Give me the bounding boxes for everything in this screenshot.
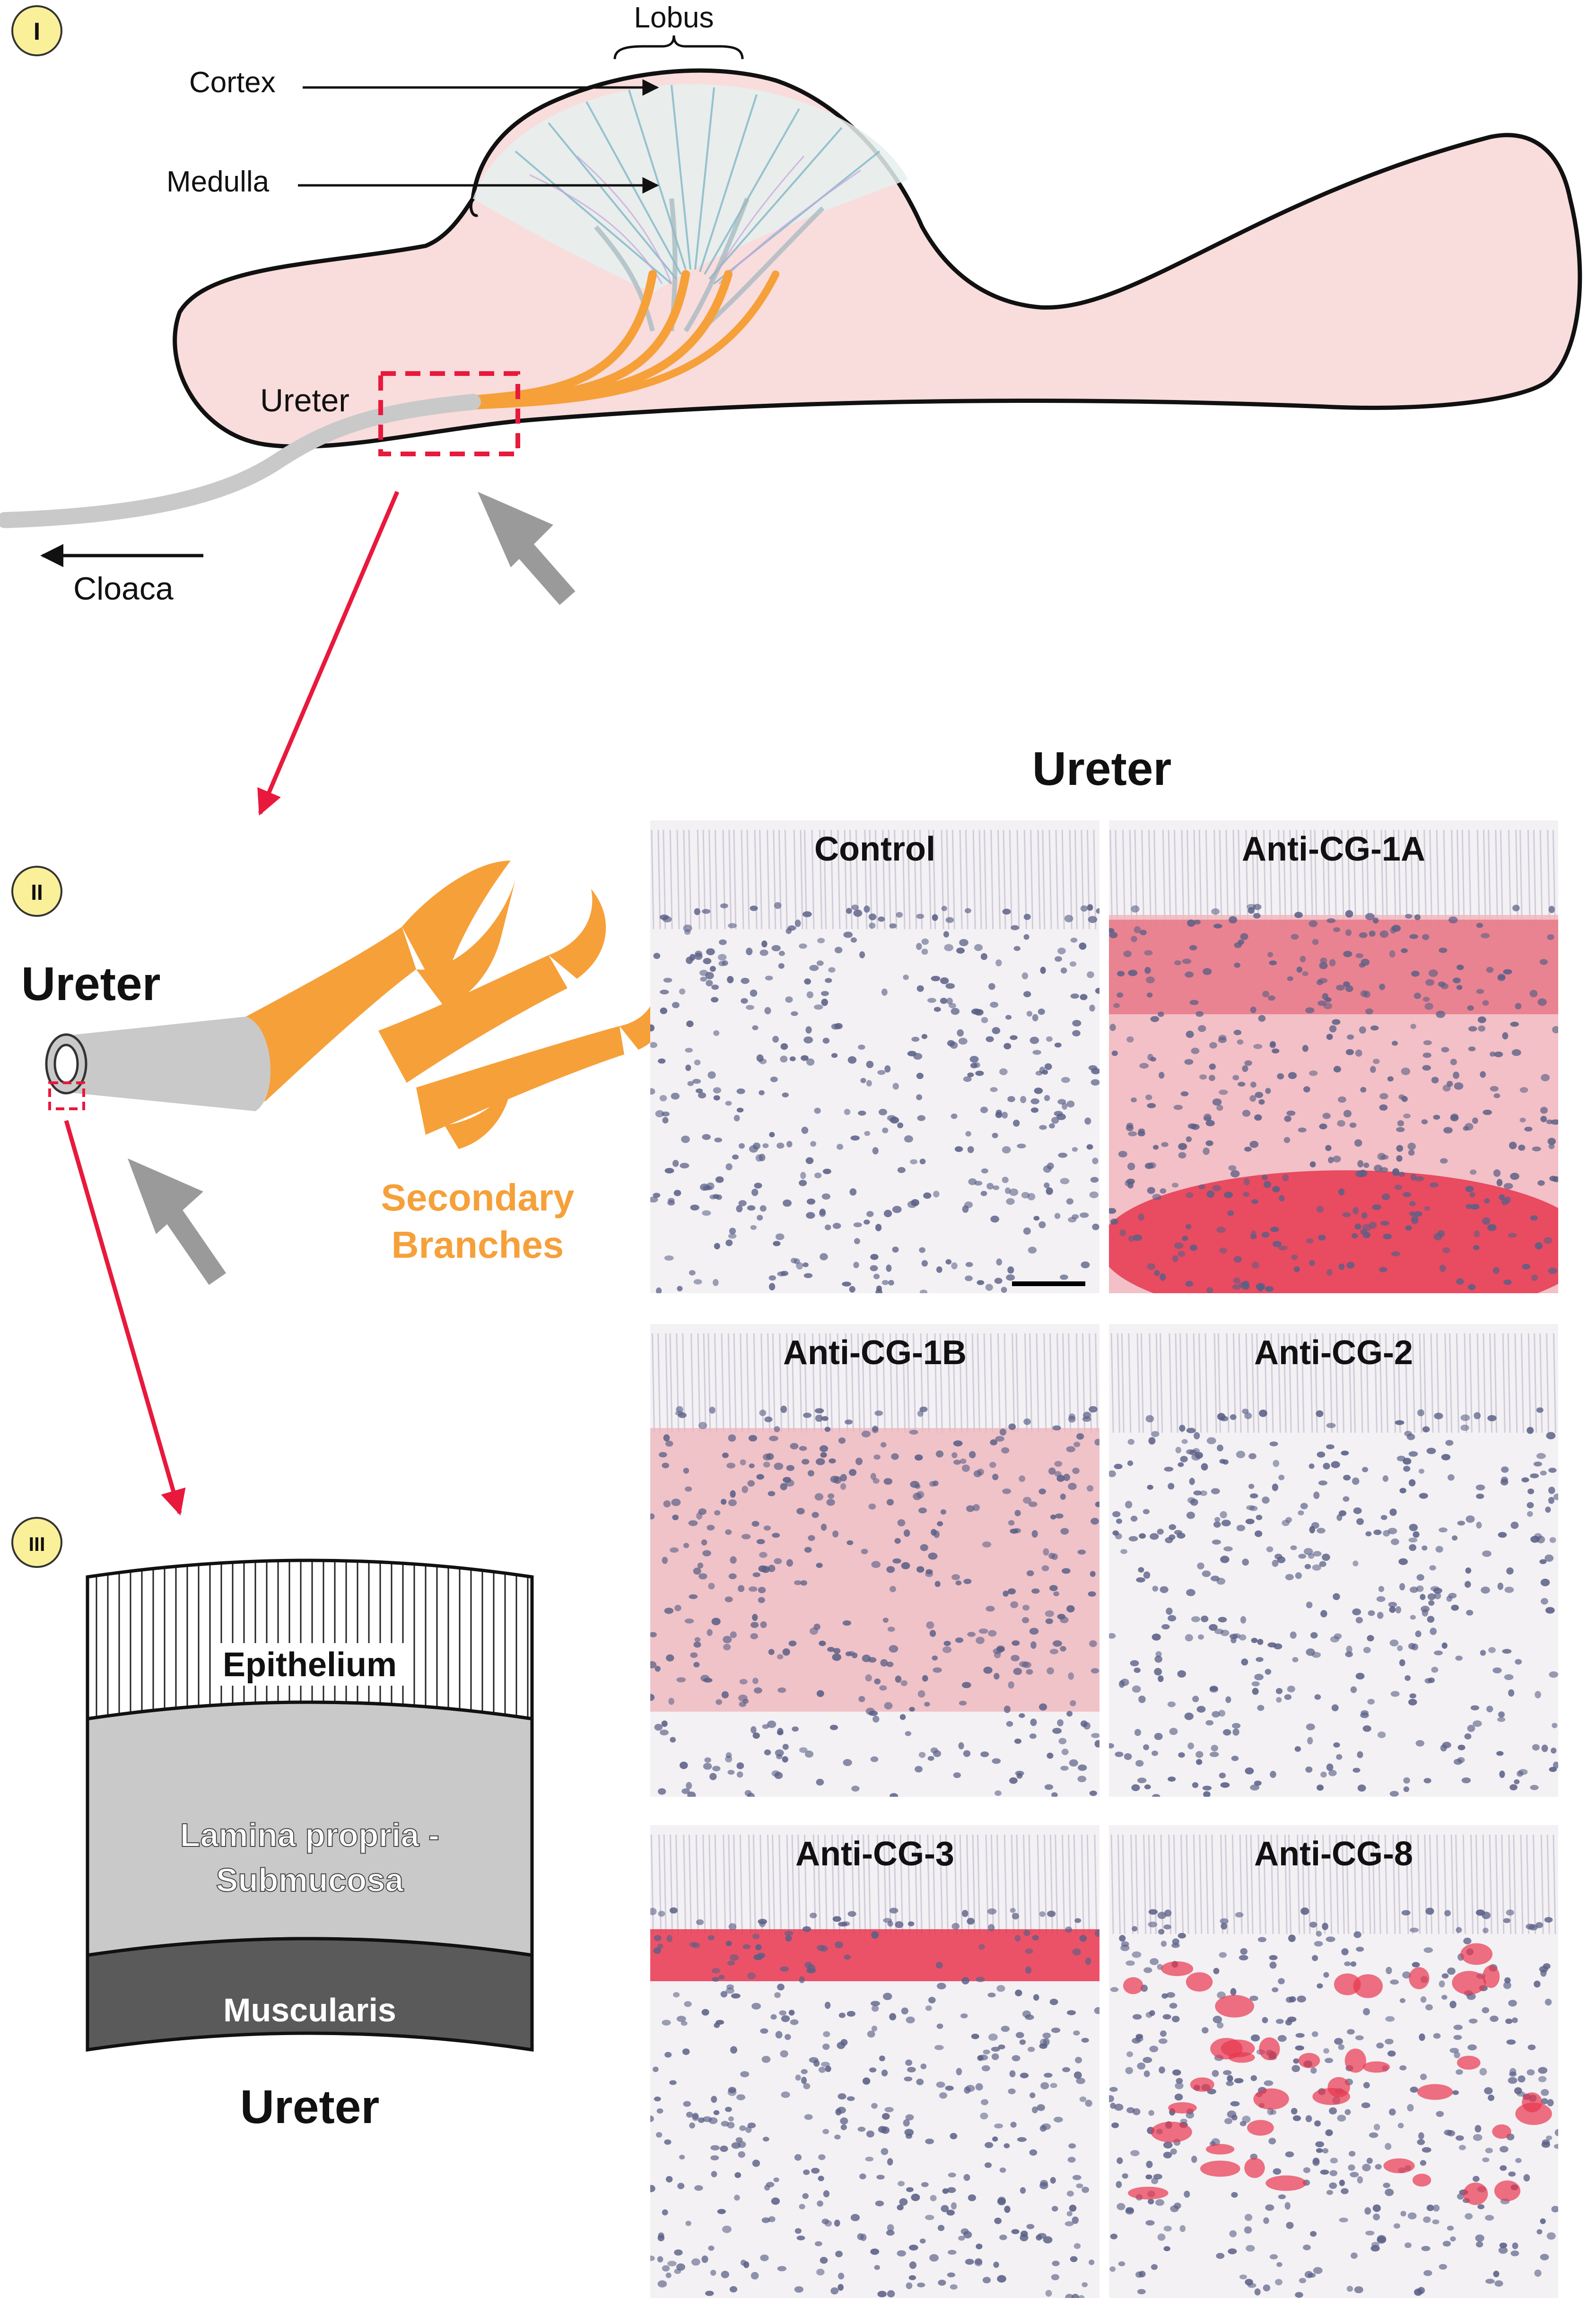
kidney-outline [173, 68, 1582, 449]
medulla-label: Medulla [166, 165, 270, 198]
lobus-label: Lobus [634, 1, 714, 34]
panel-marker-ii: II [11, 866, 62, 917]
secondary-branches [246, 861, 668, 1149]
micrograph-label: Anti-CG-3 [795, 1835, 954, 1873]
panel-marker-iii: III [11, 1517, 62, 1568]
micrograph-panel: Control [650, 820, 1099, 1293]
micrograph-label: Anti-CG-8 [1254, 1835, 1413, 1873]
lamina-label-2: Submucosa [216, 1862, 404, 1898]
panel-i: I [0, 1, 1582, 816]
muscularis-label: Muscularis [223, 1992, 396, 2028]
secondary-branches-label-1: Secondary [381, 1176, 575, 1219]
lobus-bracket [613, 35, 744, 60]
micrograph-panel: Anti-CG-8 [1109, 1825, 1558, 2298]
micrographs-title: Ureter [1032, 742, 1172, 795]
marker-text: II [31, 880, 43, 905]
micrograph-label: Control [814, 830, 935, 868]
lobus-fan [473, 84, 908, 333]
panel-marker-i: I [11, 5, 62, 56]
epithelium-label-bg [215, 1643, 404, 1686]
lamina-label-1: Lamina propria - [180, 1817, 439, 1854]
zoom-box-ii [48, 1081, 85, 1110]
micrograph-panel: Anti-CG-1A [1109, 820, 1558, 1293]
ureter-caption-iii: Ureter [240, 2080, 380, 2133]
marker-text: I [34, 18, 40, 45]
gray-arrow-ii [128, 1158, 227, 1285]
micrograph-label: Anti-CG-1B [783, 1334, 967, 1372]
micrograph-label: Anti-CG-1A [1242, 830, 1425, 868]
micrograph-grid: Control Anti-CG-1A Anti-CG-1B Anti-CG-2Anti… [650, 820, 1558, 2298]
panel-iii: III Epithelium Lamina propria - Submucos… [11, 1517, 534, 2133]
secondary-branches-label-2: Branches [392, 1224, 564, 1266]
layer-muscularis [86, 1937, 534, 2052]
epithelium-label: Epithelium [223, 1646, 397, 1684]
gray-arrow-i [478, 492, 576, 605]
micrograph-label: Anti-CG-2 [1254, 1334, 1413, 1372]
zoom-box-i [378, 371, 520, 456]
ureter-tube [45, 1017, 271, 1111]
ureter-gray [0, 394, 481, 528]
panel-ii: II Ureter Secondary Branche [11, 861, 668, 1516]
micrograph-panel: Anti-CG-3 [650, 1825, 1099, 2298]
red-arrow-i-to-ii [257, 491, 400, 816]
micrograph-panel: Anti-CG-1B [650, 1324, 1099, 1797]
ureter-label-ii: Ureter [21, 957, 161, 1010]
red-arrow-ii-to-iii [64, 1120, 186, 1516]
cortex-label: Cortex [189, 66, 276, 99]
ureter-branches-orange [469, 270, 779, 409]
cloaca-label: Cloaca [73, 571, 174, 607]
layer-epithelium [86, 1558, 534, 1721]
ureter-label-i: Ureter [260, 383, 349, 418]
micrograph-panel: Anti-CG-2 [1109, 1324, 1558, 1797]
marker-text: III [28, 1533, 45, 1555]
